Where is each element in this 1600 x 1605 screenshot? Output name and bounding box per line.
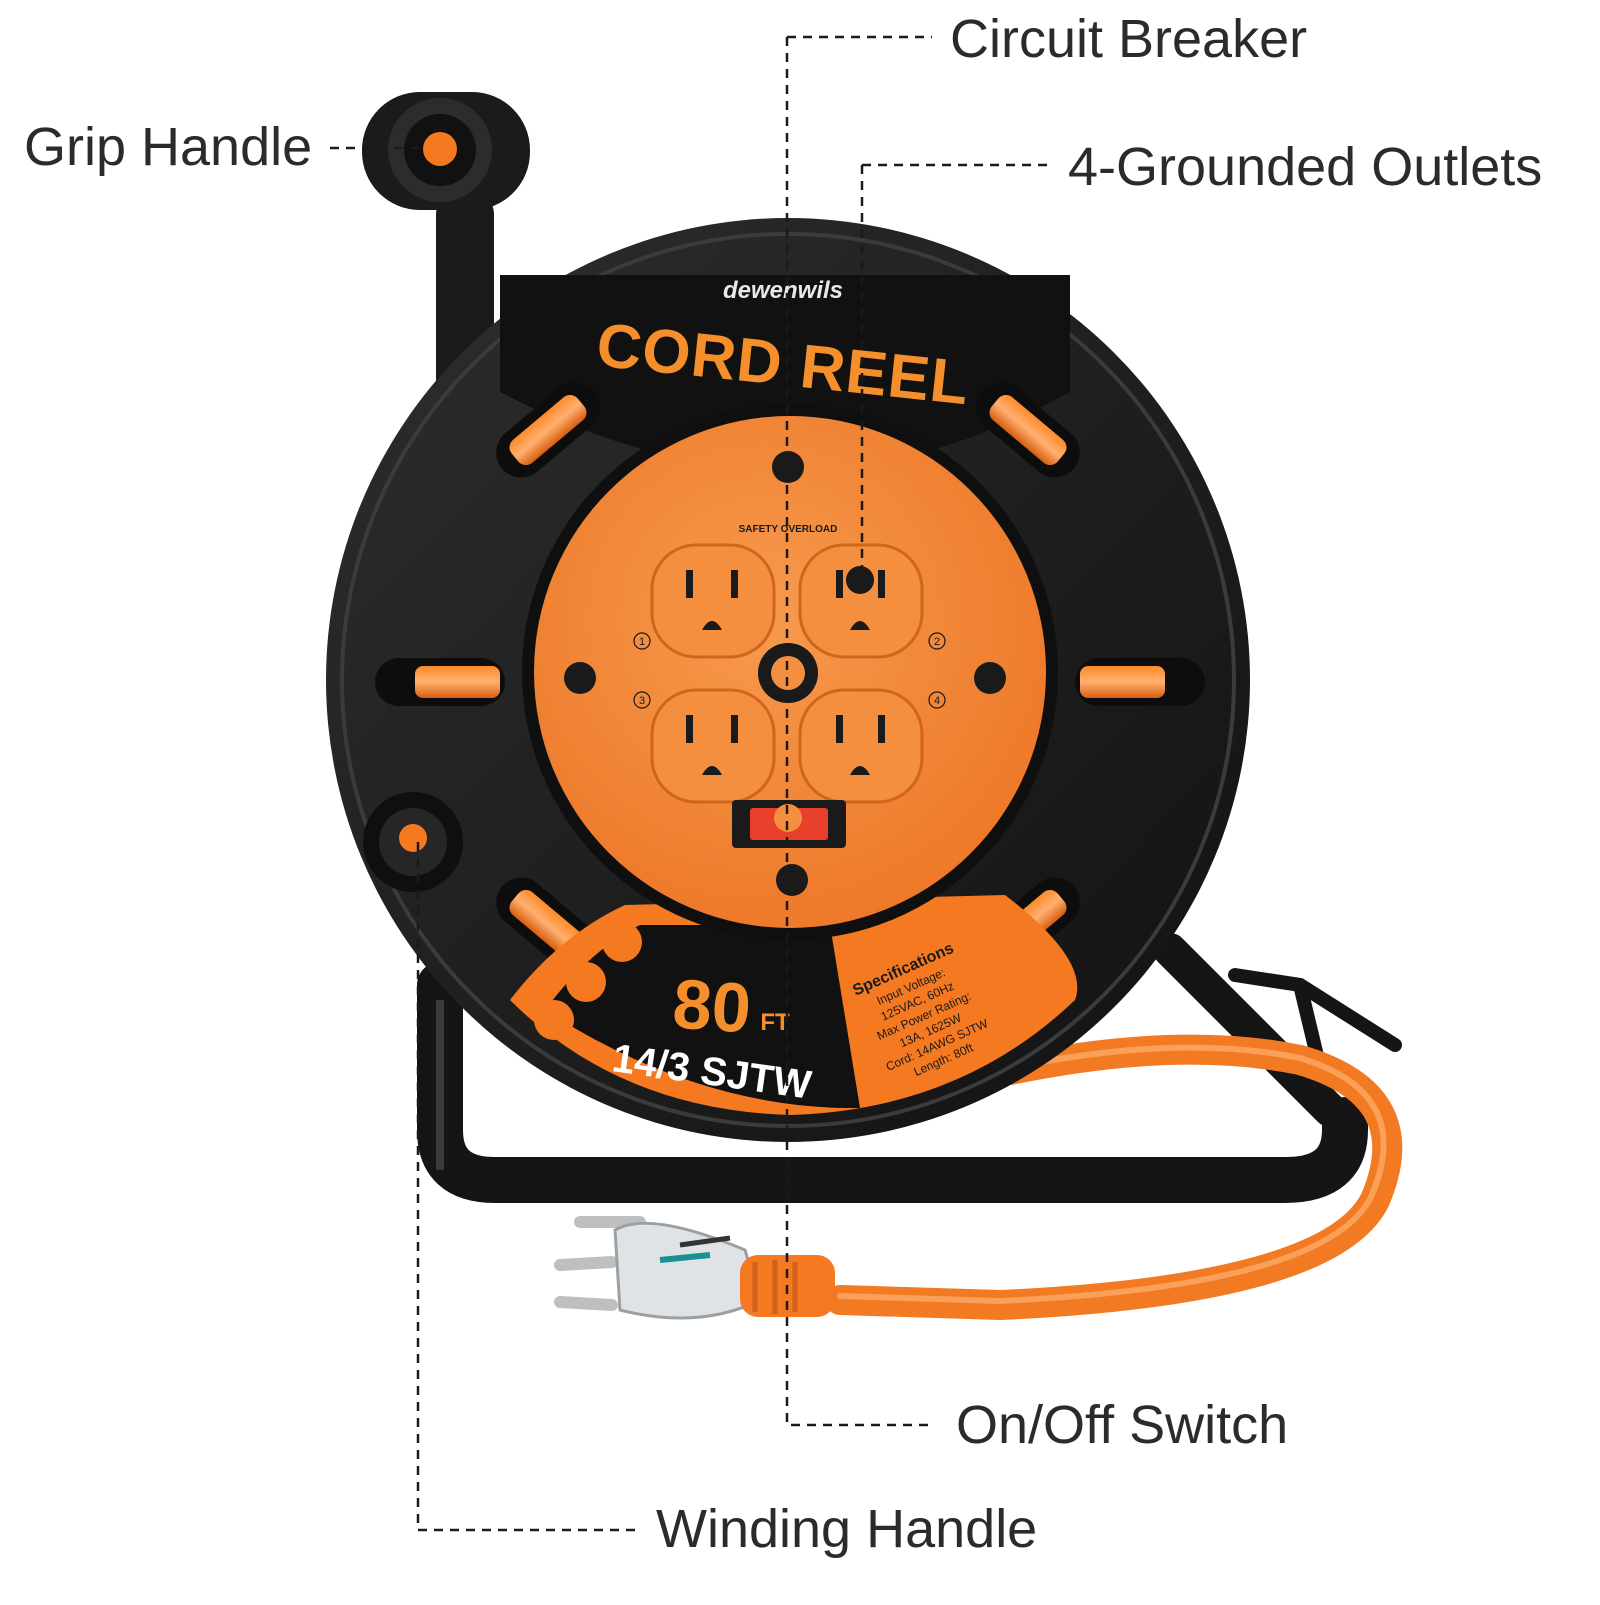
outlet-1[interactable] [650, 543, 776, 659]
plug-icon [554, 1216, 835, 1320]
callout-leaders [330, 35, 1050, 1532]
grip-handle-label: Grip Handle [24, 117, 313, 177]
grinder-icon [534, 1000, 574, 1040]
screw-icon [564, 662, 596, 694]
length-unit: FT [760, 1009, 790, 1036]
on-off-switch[interactable] [732, 800, 846, 848]
outlet-hub: SAFETY OVERLOAD 1 2 3 4 [522, 404, 1058, 940]
circuit-breaker-leader [785, 35, 935, 1427]
outlet-number-4: 4 [934, 695, 940, 707]
outlet-2[interactable] [798, 543, 924, 659]
outlet-number-1: 1 [639, 636, 645, 648]
drill-icon [602, 922, 642, 962]
on-off-switch-label: On/Off Switch [956, 1395, 1289, 1455]
grounded-outlets-label: 4-Grounded Outlets [1068, 137, 1543, 197]
overload-label: SAFETY OVERLOAD [739, 524, 838, 535]
outlet-number-2: 2 [934, 636, 940, 648]
screw-icon [772, 451, 804, 483]
screw-icon [974, 662, 1006, 694]
tool-icons [534, 922, 642, 1040]
outlet-number-badges [633, 632, 946, 709]
circuit-breaker-label: Circuit Breaker [950, 9, 1308, 69]
winding-handle-leader [416, 842, 635, 1532]
brand-logo: dewenwils [723, 277, 843, 304]
length-value: 80 [670, 964, 753, 1047]
outlet-4[interactable] [798, 688, 924, 804]
brand-panel [500, 275, 1070, 470]
winding-handle [363, 792, 463, 892]
outlet-3[interactable] [650, 688, 776, 804]
extension-cord [825, 1034, 1403, 1321]
outlets-leader [860, 163, 1050, 580]
saw-icon [566, 962, 606, 1002]
screw-icon [776, 864, 808, 896]
stand-frame [417, 933, 1402, 1203]
outlet-number-3: 3 [639, 695, 645, 707]
winding-handle-cap-icon [399, 824, 427, 852]
grip-handle-cap-icon [423, 132, 457, 166]
specs-block: Specifications Input Voltage: 125VAC, 60… [850, 940, 990, 1079]
winding-handle-label: Winding Handle [656, 1499, 1038, 1559]
circuit-breaker-button[interactable] [846, 566, 874, 594]
